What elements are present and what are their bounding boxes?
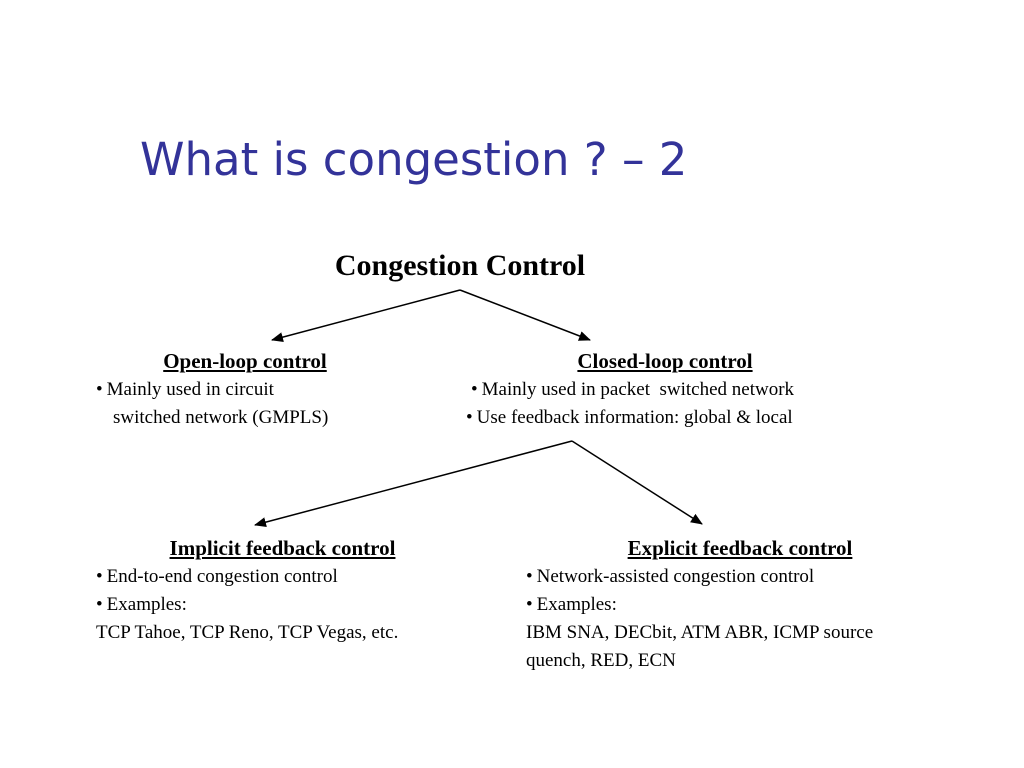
slide-title: What is congestion ? – 2 — [140, 133, 688, 186]
explicit-examples-line-1: IBM SNA, DECbit, ATM ABR, ICMP source — [526, 622, 874, 643]
root-node-label: Congestion Control — [334, 249, 586, 282]
explicit-bullet-2: •Examples: — [526, 594, 617, 617]
closed-loop-heading: Closed-loop control — [577, 349, 753, 373]
explicit-bullet-1: •Network-assisted congestion control — [526, 566, 814, 589]
closed-loop-bullet-2-text: Use feedback information: global & local — [476, 407, 793, 428]
explicit-bullet-2-text: Examples: — [536, 594, 617, 615]
arrow-closed-to-explicit — [571, 440, 703, 525]
implicit-bullet-1: •End-to-end congestion control — [96, 566, 338, 589]
bullet-icon: • — [471, 379, 478, 400]
arrow-closed-to-implicit — [254, 440, 573, 528]
implicit-bullet-2-text: Examples: — [106, 594, 187, 615]
implicit-bullet-1-text: End-to-end congestion control — [106, 566, 338, 587]
bullet-icon: • — [96, 566, 103, 587]
open-loop-bullet-1-text: Mainly used in circuit — [106, 379, 274, 400]
implicit-feedback-heading: Implicit feedback control — [169, 536, 396, 560]
bullet-icon: • — [466, 407, 473, 428]
open-loop-bullet-1: •Mainly used in circuit — [96, 379, 274, 402]
bullet-icon: • — [96, 594, 103, 615]
bullet-icon: • — [96, 379, 103, 400]
arrow-root-to-closed-loop — [459, 289, 591, 341]
implicit-examples: TCP Tahoe, TCP Reno, TCP Vegas, etc. — [96, 622, 399, 643]
implicit-bullet-2: •Examples: — [96, 594, 187, 617]
open-loop-bullet-1-continuation: switched network (GMPLS) — [113, 407, 329, 428]
bullet-icon: • — [526, 594, 533, 615]
closed-loop-bullet-2: •Use feedback information: global & loca… — [466, 407, 793, 430]
explicit-feedback-heading: Explicit feedback control — [627, 536, 853, 560]
closed-loop-bullet-1: •Mainly used in packet switched network — [471, 379, 794, 402]
bullet-icon: • — [526, 566, 533, 587]
closed-loop-bullet-1-text: Mainly used in packet switched network — [481, 379, 795, 400]
arrow-root-to-open-loop — [271, 289, 461, 343]
explicit-bullet-1-text: Network-assisted congestion control — [536, 566, 815, 587]
open-loop-heading: Open-loop control — [163, 349, 327, 373]
explicit-examples-line-2: quench, RED, ECN — [526, 650, 676, 671]
